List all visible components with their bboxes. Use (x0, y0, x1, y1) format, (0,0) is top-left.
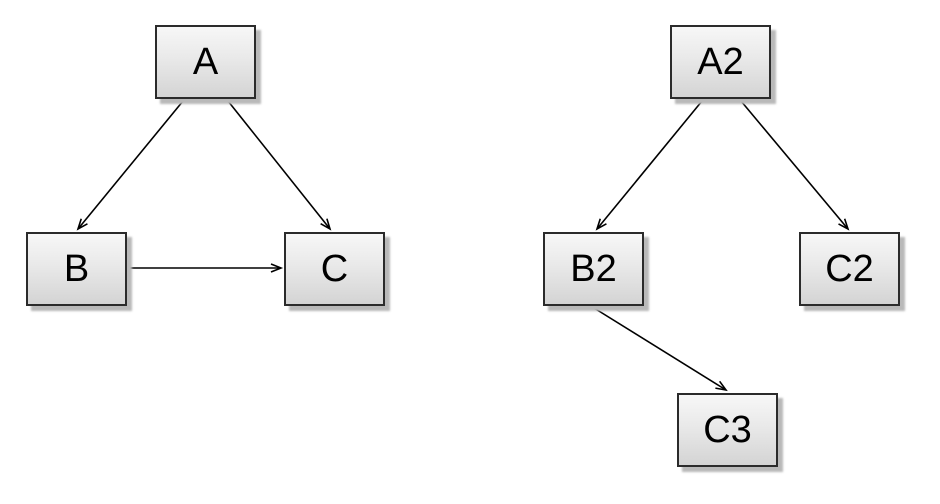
node-C[interactable]: C (284, 232, 385, 306)
node-label: B (63, 248, 90, 290)
edge-A2-C2[interactable] (740, 100, 850, 231)
node-label: B2 (570, 248, 617, 290)
node-label: C3 (703, 409, 752, 451)
node-label: C2 (825, 248, 874, 290)
node-label: A (192, 41, 219, 83)
node-C3[interactable]: C3 (677, 393, 778, 467)
node-label: C (320, 248, 349, 290)
node-B2[interactable]: B2 (543, 232, 644, 306)
edge-B2-C3[interactable] (593, 307, 728, 392)
node-B[interactable]: B (26, 232, 127, 306)
edge-A2-B2[interactable] (595, 100, 703, 231)
edge-A-C[interactable] (227, 100, 332, 231)
node-A2[interactable]: A2 (670, 25, 771, 99)
edge-A-B[interactable] (76, 100, 184, 231)
node-C2[interactable]: C2 (799, 232, 900, 306)
node-A[interactable]: A (155, 25, 256, 99)
node-label: A2 (697, 41, 744, 83)
